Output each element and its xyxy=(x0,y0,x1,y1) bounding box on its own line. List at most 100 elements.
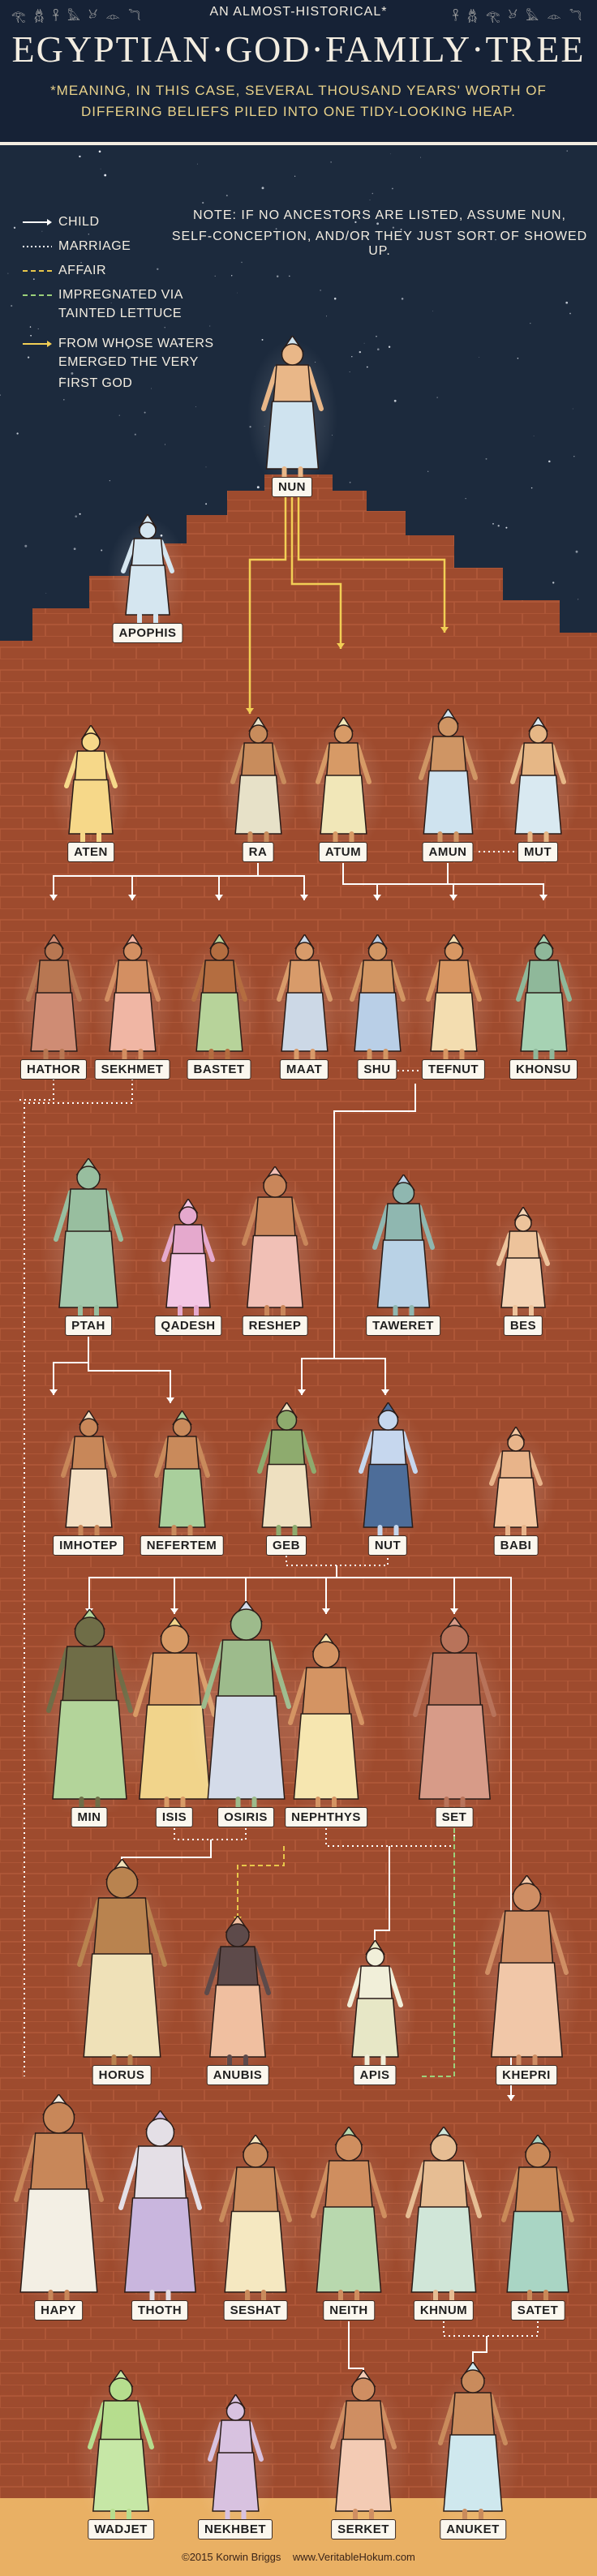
solid-arrow-icon xyxy=(23,219,52,225)
yellow-arrow-icon xyxy=(23,341,52,347)
star xyxy=(400,228,402,230)
god-label-seshat: SESHAT xyxy=(223,2300,288,2321)
figure-qadesh xyxy=(148,1199,229,1320)
star xyxy=(376,222,379,225)
star xyxy=(366,366,368,368)
god-label-osiris: OSIRIS xyxy=(217,1807,274,1827)
figure-serket xyxy=(316,2370,410,2524)
star xyxy=(420,157,421,158)
arrowhead xyxy=(49,1389,58,1395)
star xyxy=(45,592,47,594)
connector-line xyxy=(337,1577,455,1614)
figure-taweret xyxy=(358,1174,449,1320)
god-label-nun: NUN xyxy=(272,477,312,497)
star xyxy=(436,397,438,398)
header-subtitle-line-2: DIFFERING BELIEFS PILED INTO ONE TIDY-LO… xyxy=(81,104,516,119)
figure-set xyxy=(398,1617,510,1812)
lettuce-line xyxy=(422,1828,455,2077)
connector-line xyxy=(88,1337,171,1403)
god-label-bastet: BASTET xyxy=(187,1059,251,1080)
star xyxy=(427,470,429,472)
star xyxy=(104,174,107,177)
star xyxy=(354,221,357,224)
god-label-qadesh: QADESH xyxy=(154,1316,222,1336)
star xyxy=(390,153,392,155)
arrowhead xyxy=(539,895,548,900)
star xyxy=(359,350,362,354)
legend-label: FROM WHOSE WATERS xyxy=(58,337,214,350)
star xyxy=(401,298,404,300)
god-label-maat: MAAT xyxy=(279,1059,329,1080)
figure-sekhmet xyxy=(90,934,174,1064)
figure-seshat xyxy=(205,2135,306,2305)
arrowhead xyxy=(246,708,254,714)
dotted-line-icon xyxy=(23,246,52,247)
star xyxy=(517,358,519,359)
figure-satet xyxy=(487,2135,588,2305)
star xyxy=(7,273,9,274)
star xyxy=(144,411,146,414)
god-label-thoth: THOTH xyxy=(131,2300,189,2321)
star xyxy=(289,275,290,277)
legend-item-lettuce: IMPREGNATED VIA xyxy=(23,286,183,305)
star xyxy=(11,305,13,307)
god-label-imhotep: IMHOTEP xyxy=(53,1535,124,1556)
arrowhead xyxy=(215,895,223,900)
god-label-serket: SERKET xyxy=(331,2519,396,2540)
star xyxy=(75,515,78,518)
star xyxy=(505,526,508,529)
star xyxy=(497,525,500,527)
god-label-taweret: TAWERET xyxy=(366,1316,440,1336)
star xyxy=(349,481,351,483)
legend-item-marriage: MARRIAGE xyxy=(23,237,131,256)
god-label-ra: RA xyxy=(242,842,274,862)
star xyxy=(392,187,393,190)
god-label-neith: NEITH xyxy=(323,2300,375,2321)
star xyxy=(80,261,82,264)
star xyxy=(275,228,277,230)
god-label-set: SET xyxy=(435,1807,474,1827)
figure-osiris xyxy=(187,1601,305,1812)
footer-site: www.VeritableHokum.com xyxy=(292,2551,415,2563)
god-label-apis: APIS xyxy=(353,2065,397,2085)
arrowhead xyxy=(322,1608,330,1614)
star xyxy=(195,406,196,407)
god-label-khnum: KHNUM xyxy=(413,2300,475,2321)
god-label-khepri: KHEPRI xyxy=(496,2065,557,2085)
connector-line xyxy=(342,863,454,900)
star xyxy=(495,238,496,241)
figure-min xyxy=(32,1609,147,1812)
figure-nun xyxy=(247,336,337,482)
star xyxy=(552,582,555,584)
star xyxy=(231,275,233,277)
star xyxy=(24,544,28,547)
god-label-hathor: HATHOR xyxy=(19,1059,88,1080)
god-label-satet: SATET xyxy=(510,2300,565,2321)
note-line-2: SELF-CONCEPTION, AND/OR THEY JUST SORT O… xyxy=(171,230,588,258)
star xyxy=(196,163,198,165)
legend-label: CHILD xyxy=(58,215,100,229)
legend-label: IMPREGNATED VIA xyxy=(58,288,183,302)
connector-line xyxy=(301,1358,334,1395)
arrowhead xyxy=(300,895,308,900)
star xyxy=(237,292,238,294)
figure-khnum xyxy=(392,2127,496,2305)
star xyxy=(566,150,568,152)
star xyxy=(30,334,32,337)
legend-label: AFFAIR xyxy=(58,264,107,277)
star xyxy=(37,328,39,330)
figure-neith xyxy=(297,2127,401,2305)
god-label-isis: ISIS xyxy=(155,1807,194,1827)
star xyxy=(29,326,32,328)
god-label-apophis: APOPHIS xyxy=(112,623,183,643)
star xyxy=(32,278,35,281)
header-subtitle-line-1: *MEANING, IN THIS CASE, SEVERAL THOUSAND… xyxy=(50,83,547,98)
star xyxy=(63,399,65,401)
figure-anuket xyxy=(424,2362,522,2524)
figure-shu xyxy=(335,934,419,1064)
god-label-reshep: RESHEP xyxy=(242,1316,308,1336)
star xyxy=(276,275,279,278)
god-label-tefnut: TEFNUT xyxy=(421,1059,486,1080)
waters-line-atum xyxy=(290,496,342,649)
